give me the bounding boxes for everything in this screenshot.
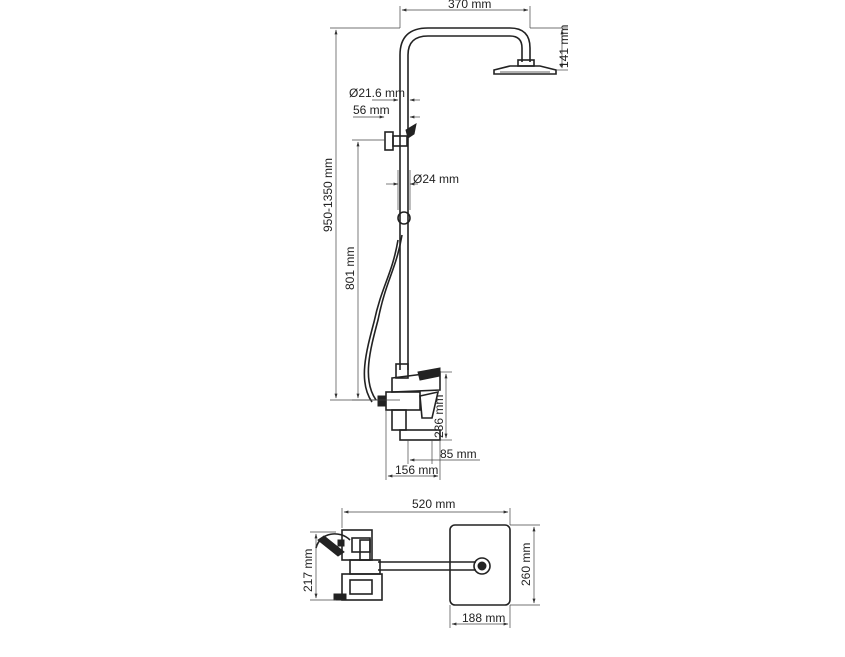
riser-pipe-inner: [407, 35, 523, 120]
riser-pipe: [399, 27, 531, 120]
dim-rail-length: 801 mm: [343, 247, 357, 290]
dim-head-height: 260 mm: [519, 543, 533, 586]
head-plate: [449, 524, 511, 606]
dim-height-range: 950-1350 mm: [321, 158, 335, 232]
dim-mixer-depth: 156 mm: [395, 463, 438, 477]
dim-mixer-span: 217 mm: [301, 549, 315, 592]
dim-pipe-dia: Ø21.6 mm: [349, 86, 405, 100]
dim-spout-depth: 85 mm: [440, 447, 477, 461]
dim-head-arm: 370 mm: [448, 0, 491, 11]
shower-hose: [367, 234, 403, 401]
dim-mixer-height: 236 mm: [432, 395, 446, 438]
dim-overall-width: 520 mm: [412, 497, 455, 511]
dim-head-width: 188 mm: [462, 611, 505, 625]
shower-head: [493, 59, 557, 75]
top-mixer-group: [315, 529, 383, 601]
head-connector: [473, 557, 491, 575]
shower-hose-inner: [363, 239, 399, 403]
dim-head-drop: 141 mm: [557, 25, 571, 68]
upper-wall-bracket: [384, 122, 417, 151]
slider-knob: [397, 211, 411, 225]
top-hose: [315, 533, 351, 549]
side-view: 370 mm 141 mm 950-1350 mm 801 mm Ø21.6 m…: [321, 0, 571, 480]
dim-wall-offset: 56 mm: [353, 103, 390, 117]
dim-slider-dia: Ø24 mm: [413, 172, 459, 186]
mixer-body: [377, 363, 441, 441]
top-view: 520 mm 217 mm 260 mm 188 mm: [301, 497, 540, 628]
